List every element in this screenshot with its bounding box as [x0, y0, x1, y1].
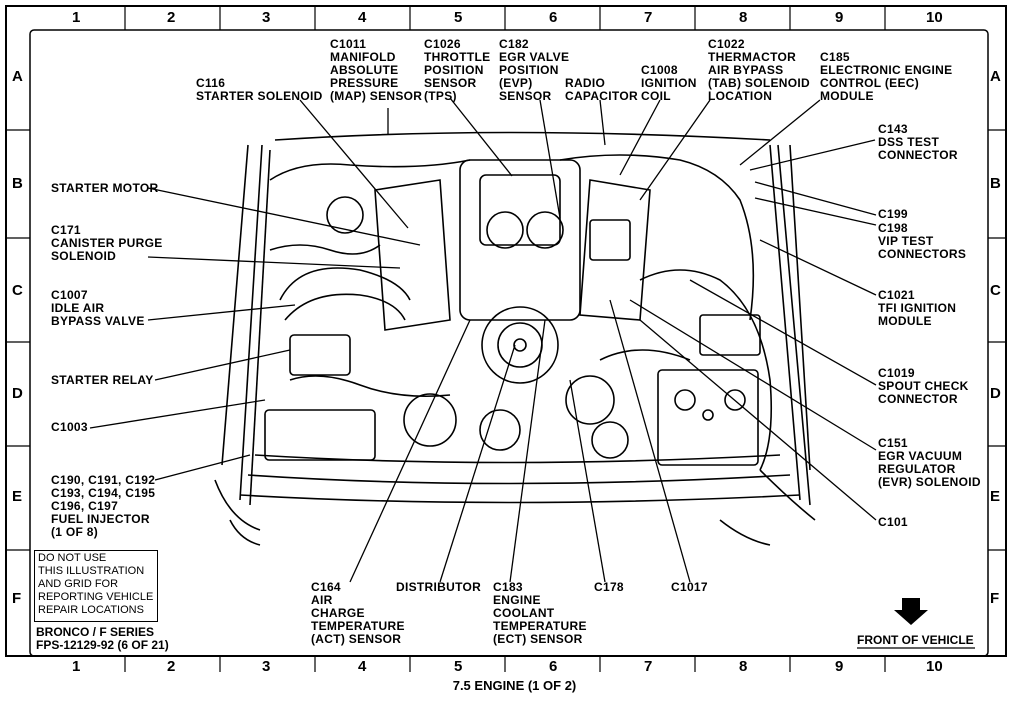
- row-label-e: E: [12, 488, 23, 505]
- figure-caption: 7.5 ENGINE (1 OF 2): [452, 678, 577, 693]
- front-of-vehicle-label: FRONT OF VEHICLE: [857, 633, 974, 647]
- col-label-7: 7: [644, 9, 653, 26]
- callout-c1022: C1022 THERMACTOR AIR BYPASS (TAB) SOLENO…: [708, 37, 810, 103]
- callout-c1026: C1026 THROTTLE POSITION SENSOR (TPS): [424, 37, 491, 103]
- row-label-b: B: [12, 175, 23, 192]
- row-label-e-right: E: [990, 488, 1001, 505]
- col-label-10: 10: [926, 9, 943, 26]
- col-label-10-bottom: 10: [926, 658, 943, 675]
- col-label-7-bottom: 7: [644, 658, 653, 675]
- col-label-4: 4: [358, 9, 367, 26]
- col-label-8-bottom: 8: [739, 658, 748, 675]
- callout-c116: C116 STARTER SOLENOID: [196, 76, 323, 103]
- row-label-b-right: B: [990, 175, 1001, 192]
- col-label-6-bottom: 6: [549, 658, 558, 675]
- row-label-a-right: A: [990, 68, 1001, 85]
- callout-radio-capacitor: RADIO CAPACITOR: [565, 76, 638, 103]
- callout-c1017: C1017: [671, 580, 708, 594]
- callout-starter-relay: STARTER RELAY: [51, 373, 154, 387]
- front-arrow-icon: [894, 598, 928, 625]
- col-label-1: 1: [72, 9, 81, 26]
- leader-lines: [89, 97, 877, 583]
- callout-c190-c197: C190, C191, C192 C193, C194, C195 C196, …: [51, 473, 156, 539]
- callout-starter-motor: STARTER MOTOR: [51, 181, 159, 195]
- engine-illustration: [214, 131, 816, 546]
- disclaimer-text: DO NOT USE THIS ILLUSTRATION AND GRID FO…: [38, 552, 154, 616]
- col-label-5-bottom: 5: [454, 658, 463, 675]
- row-label-c-right: C: [990, 282, 1001, 299]
- row-label-a: A: [12, 68, 23, 85]
- row-label-d: D: [12, 385, 23, 402]
- disclaimer-box: [34, 550, 158, 622]
- col-label-9: 9: [835, 9, 844, 26]
- callout-c1011: C1011 MANIFOLD ABSOLUTE PRESSURE (MAP) S…: [330, 37, 423, 103]
- callout-c198: C198 VIP TEST CONNECTORS: [878, 221, 967, 261]
- callout-c182: C182 EGR VALVE POSITION (EVP) SENSOR: [499, 37, 570, 103]
- callout-c143: C143 DSS TEST CONNECTOR: [878, 122, 958, 162]
- callout-c151: C151 EGR VACUUM REGULATOR (EVR) SOLENOID: [878, 436, 981, 489]
- callout-c178: C178: [594, 580, 624, 594]
- callout-c1007: C1007 IDLE AIR BYPASS VALVE: [51, 288, 145, 328]
- callout-c199: C199: [878, 207, 908, 221]
- col-label-2: 2: [167, 9, 176, 26]
- callout-c1008: C1008 IGNITION COIL: [641, 63, 697, 103]
- callout-c101: C101: [878, 515, 908, 529]
- callout-distributor: DISTRIBUTOR: [396, 580, 482, 594]
- callout-c183: C183 ENGINE COOLANT TEMPERATURE (ECT) SE…: [493, 580, 587, 646]
- col-label-6: 6: [549, 9, 558, 26]
- col-label-3: 3: [262, 9, 271, 26]
- row-label-f-right: F: [990, 590, 1000, 607]
- callout-c1021: C1021 TFI IGNITION MODULE: [878, 288, 957, 328]
- col-label-9-bottom: 9: [835, 658, 844, 675]
- row-label-f: F: [12, 590, 22, 607]
- footer-series: BRONCO / F SERIES FPS-12129-92 (6 OF 21): [36, 625, 169, 652]
- callout-c164: C164 AIR CHARGE TEMPERATURE (ACT) SENSOR: [311, 580, 405, 646]
- col-label-1-bottom: 1: [72, 658, 81, 675]
- col-label-4-bottom: 4: [358, 658, 367, 675]
- col-label-8: 8: [739, 9, 748, 26]
- col-label-2-bottom: 2: [167, 658, 176, 675]
- row-label-c: C: [12, 282, 23, 299]
- col-label-5: 5: [454, 9, 463, 26]
- callout-c185: C185 ELECTRONIC ENGINE CONTROL (EEC) MOD…: [820, 50, 953, 103]
- col-label-3-bottom: 3: [262, 658, 271, 675]
- callout-c1003: C1003: [51, 420, 88, 434]
- callout-c171: C171 CANISTER PURGE SOLENOID: [51, 223, 163, 263]
- callout-c1019: C1019 SPOUT CHECK CONNECTOR: [878, 366, 969, 406]
- row-label-d-right: D: [990, 385, 1001, 402]
